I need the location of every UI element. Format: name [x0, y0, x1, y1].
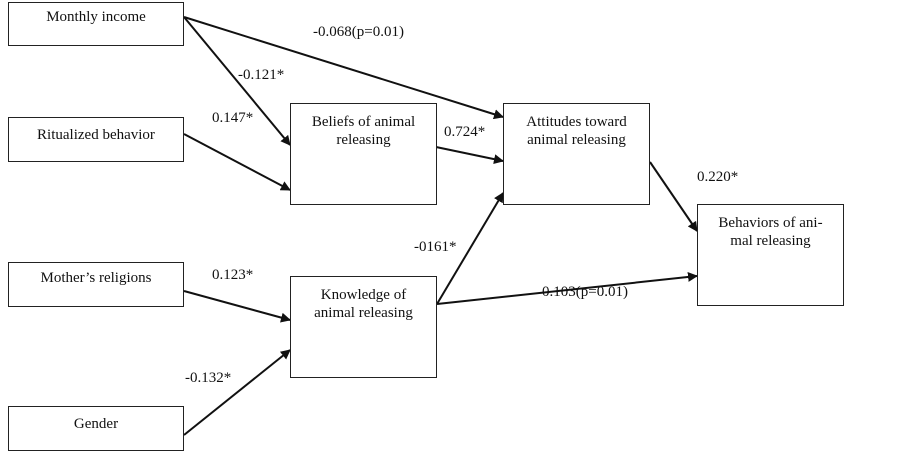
- node-label: Ritualized behavior: [37, 126, 155, 143]
- coef-beliefs-attitudes: 0.724*: [444, 124, 486, 140]
- coef-ritualized-beliefs: 0.147*: [212, 110, 254, 126]
- arrow-income-to-attitudes: [183, 16, 504, 120]
- arrow-ritualized-to-beliefs: [183, 133, 291, 191]
- node-label: Monthly income: [46, 9, 146, 25]
- node-label-line1: Beliefs of animal: [311, 114, 416, 130]
- node-attitudes: Attitudes toward animal releasing: [503, 103, 650, 205]
- node-label: Mother’s religions: [40, 269, 152, 286]
- coef-attitudes-behaviors: 0.220*: [697, 169, 739, 185]
- coef-gender-knowledge: -0.132*: [185, 370, 232, 386]
- node-label-line1: Attitudes toward: [526, 114, 627, 130]
- node-beliefs: Beliefs of animal releasing: [290, 103, 437, 205]
- node-gender: Gender: [8, 406, 184, 451]
- arrow-knowledge-to-attitudes: [436, 192, 504, 305]
- coef-mothers-knowledge: 0.123*: [212, 267, 254, 283]
- node-label-line2: animal releasing: [314, 305, 413, 321]
- arrow-income-to-beliefs: [183, 16, 291, 146]
- node-label-line2: mal releasing: [730, 233, 811, 249]
- node-ritualized-behavior: Ritualized behavior: [8, 117, 184, 162]
- arrow-knowledge-to-behaviors: [436, 271, 698, 305]
- node-behaviors: Behaviors of ani- mal releasing: [697, 204, 844, 306]
- arrow-mothers-to-knowledge: [183, 290, 291, 323]
- arrow-attitudes-to-behaviors: [649, 161, 698, 232]
- node-label-line1: Behaviors of ani-: [718, 215, 823, 231]
- arrow-gender-to-knowledge: [183, 349, 291, 436]
- node-knowledge: Knowledge of animal releasing: [290, 276, 437, 378]
- arrow-beliefs-to-attitudes: [435, 146, 504, 165]
- coef-income-beliefs: -0.121*: [238, 67, 285, 83]
- coef-knowledge-attitudes: -0161*: [414, 239, 457, 255]
- node-mothers-religions: Mother’s religions: [8, 262, 184, 307]
- coef-income-attitudes: -0.068(p=0.01): [313, 24, 404, 40]
- node-label-line2: releasing: [336, 132, 391, 148]
- node-monthly-income: Monthly income: [8, 2, 184, 46]
- coef-knowledge-behaviors: 0.103(p=0.01): [542, 284, 628, 300]
- node-label-line2: animal releasing: [527, 132, 626, 148]
- node-label: Gender: [73, 415, 119, 432]
- node-label-line1: Knowledge of: [320, 287, 407, 303]
